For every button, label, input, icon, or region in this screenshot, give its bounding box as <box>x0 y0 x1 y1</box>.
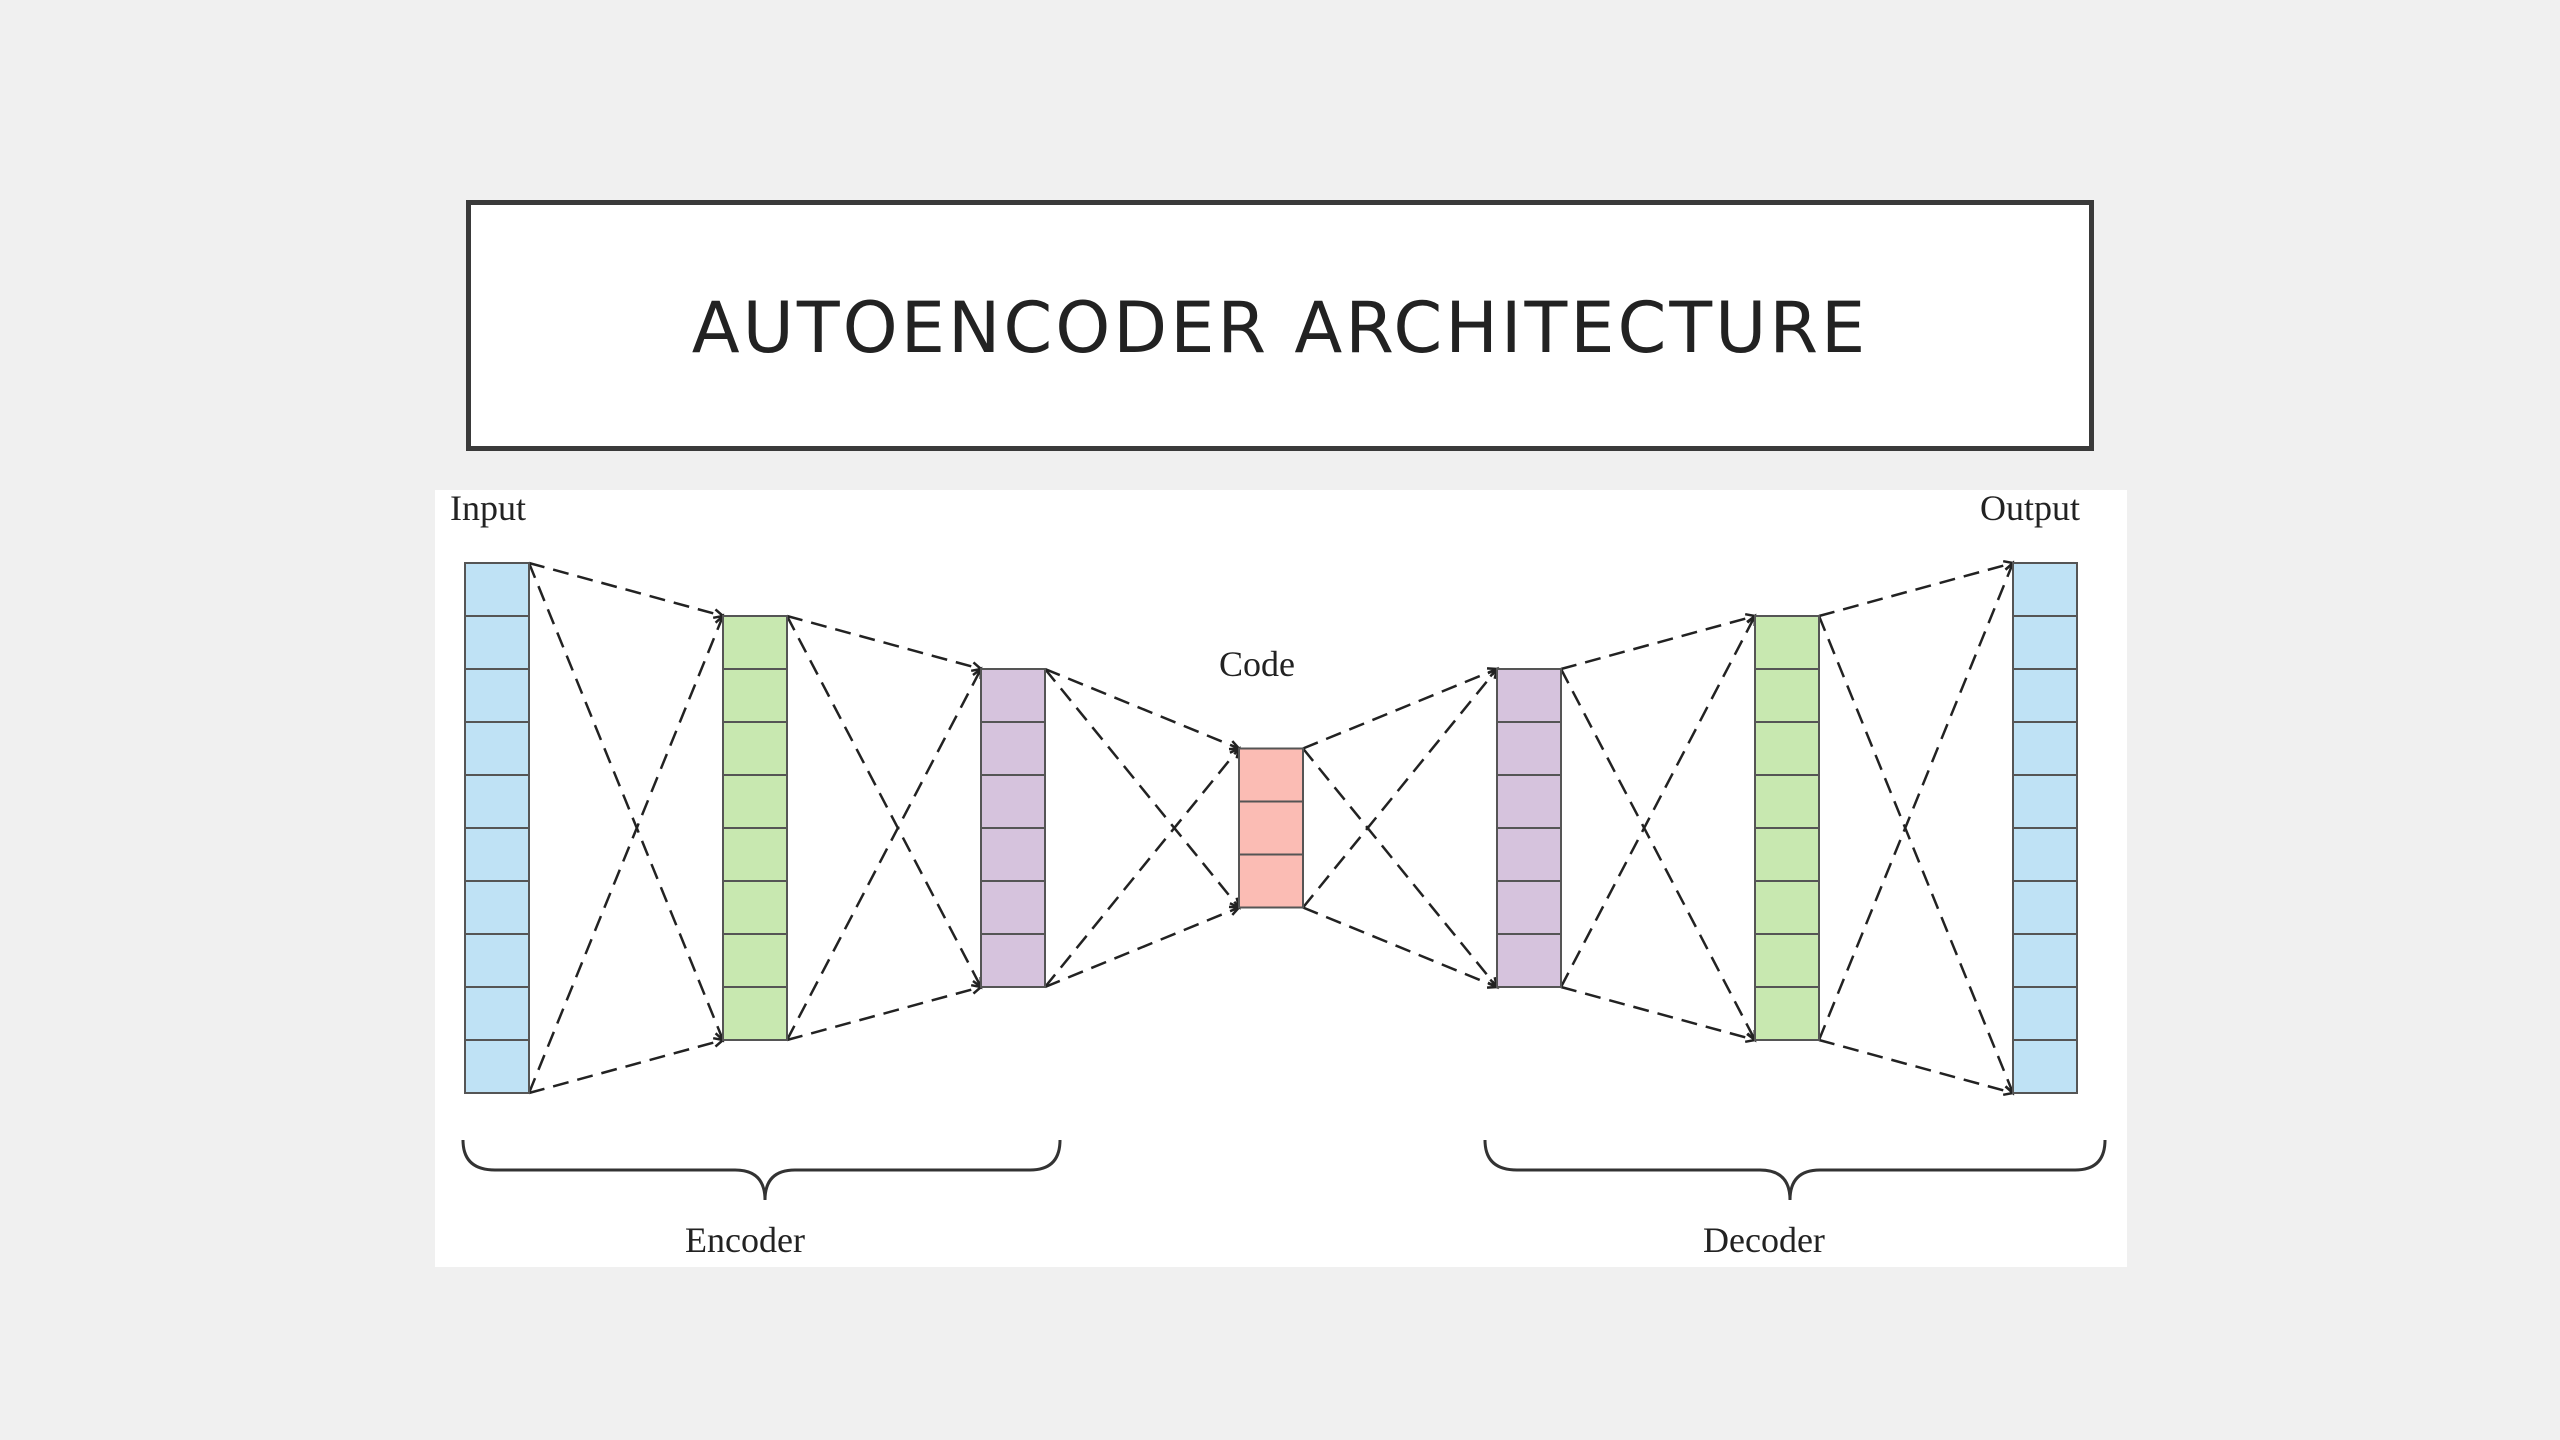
connection-5-1 <box>1818 1038 2014 1095</box>
braces <box>461 1139 2107 1201</box>
input-layer-cell <box>464 880 530 935</box>
output-layer-cell <box>2012 615 2078 670</box>
output-layer-cell <box>2012 562 2078 617</box>
encoder-hidden-2 <box>980 668 1046 988</box>
connection-2-0 <box>1044 667 1240 750</box>
output-layer-cell <box>2012 668 2078 723</box>
connection-3-3 <box>1302 668 1498 909</box>
encoder-hidden-2-cell <box>980 827 1046 882</box>
connection-1-1 <box>786 985 982 1042</box>
decoder-hidden-1-cell <box>1496 933 1562 988</box>
connection-5-2 <box>1817 615 2015 1094</box>
input-layer-cell <box>464 774 530 829</box>
decoder-hidden-2-cell <box>1754 880 1820 935</box>
output-layer-cell <box>2012 774 2078 829</box>
title-box: AUTOENCODER ARCHITECTURE <box>466 200 2094 451</box>
connection-4-2 <box>1559 668 1757 1041</box>
decoder-brace <box>1483 1139 2107 1201</box>
connection-2-3 <box>1044 747 1240 988</box>
connection-5-0 <box>1818 561 2014 618</box>
decoder-hidden-2-cell <box>1754 986 1820 1041</box>
connection-4-1 <box>1560 985 1756 1042</box>
decoder-hidden-1 <box>1496 668 1562 988</box>
encoder-hidden-1-cell <box>722 880 788 935</box>
encoder-hidden-1-cell <box>722 774 788 829</box>
encoder-hidden-2-cell <box>980 668 1046 723</box>
decoder-hidden-1-cell <box>1496 668 1562 723</box>
encoder-hidden-1-cell <box>722 986 788 1041</box>
connection-1-0 <box>786 614 982 671</box>
connection-0-1 <box>528 1038 724 1095</box>
decoder-hidden-1-cell <box>1496 721 1562 776</box>
input-layer-cell <box>464 1039 530 1094</box>
output-layer-cell <box>2012 827 2078 882</box>
input-layer-cell <box>464 827 530 882</box>
input-label: Input <box>450 490 526 528</box>
connection-0-0 <box>528 561 724 618</box>
encoder-hidden-2-cell <box>980 721 1046 776</box>
slide-title: AUTOENCODER ARCHITECTURE <box>691 286 1869 369</box>
decoder-hidden-2-cell <box>1754 721 1820 776</box>
output-layer <box>2012 562 2078 1094</box>
output-layer-cell <box>2012 986 2078 1041</box>
decoder-label: Decoder <box>1703 1220 1825 1260</box>
connection-3-2 <box>1302 747 1498 988</box>
encoder-hidden-2-cell <box>980 880 1046 935</box>
encoder-label: Encoder <box>685 1220 805 1260</box>
connection-3-1 <box>1302 906 1498 989</box>
connection-0-3 <box>527 615 725 1094</box>
connection-4-3 <box>1559 615 1757 988</box>
output-layer-cell <box>2012 933 2078 988</box>
autoencoder-diagram: Input Output Code Encoder Decoder <box>435 490 2127 1267</box>
input-layer-cell <box>464 668 530 723</box>
connection-1-2 <box>785 615 983 988</box>
encoder-hidden-2-cell <box>980 774 1046 829</box>
input-layer-cell <box>464 615 530 670</box>
decoder-hidden-2-cell <box>1754 668 1820 723</box>
layers <box>464 562 2078 1094</box>
encoder-hidden-1 <box>722 615 788 1041</box>
encoder-brace <box>461 1139 1062 1201</box>
connection-2-1 <box>1044 906 1240 989</box>
decoder-hidden-2-cell <box>1754 774 1820 829</box>
connection-5-3 <box>1817 562 2015 1041</box>
output-layer-cell <box>2012 1039 2078 1094</box>
decoder-hidden-1-cell <box>1496 774 1562 829</box>
encoder-hidden-2-cell <box>980 933 1046 988</box>
code-label: Code <box>1219 644 1295 684</box>
input-layer <box>464 562 530 1094</box>
output-layer-cell <box>2012 880 2078 935</box>
connection-4-0 <box>1560 614 1756 671</box>
input-layer-cell <box>464 721 530 776</box>
code-layer-cell <box>1238 747 1304 803</box>
input-layer-cell <box>464 986 530 1041</box>
code-layer-cell <box>1238 853 1304 909</box>
connection-3-0 <box>1302 667 1498 750</box>
diagram-canvas: Input Output Code Encoder Decoder <box>450 490 2107 1260</box>
connection-0-2 <box>527 562 725 1041</box>
encoder-hidden-1-cell <box>722 721 788 776</box>
input-layer-cell <box>464 562 530 617</box>
decoder-hidden-1-cell <box>1496 827 1562 882</box>
connections <box>527 559 2016 1097</box>
code-layer <box>1238 747 1304 909</box>
connection-2-2 <box>1044 668 1240 909</box>
encoder-hidden-1-cell <box>722 668 788 723</box>
decoder-hidden-1-cell <box>1496 880 1562 935</box>
decoder-hidden-2-cell <box>1754 933 1820 988</box>
labels: Input Output Code Encoder Decoder <box>450 490 2080 1260</box>
output-label: Output <box>1980 490 2080 528</box>
decoder-hidden-2 <box>1754 615 1820 1041</box>
code-layer-cell <box>1238 800 1304 856</box>
encoder-hidden-1-cell <box>722 827 788 882</box>
output-layer-cell <box>2012 721 2078 776</box>
encoder-hidden-1-cell <box>722 615 788 670</box>
decoder-hidden-2-cell <box>1754 615 1820 670</box>
connection-1-3 <box>785 668 983 1041</box>
encoder-hidden-1-cell <box>722 933 788 988</box>
decoder-hidden-2-cell <box>1754 827 1820 882</box>
input-layer-cell <box>464 933 530 988</box>
